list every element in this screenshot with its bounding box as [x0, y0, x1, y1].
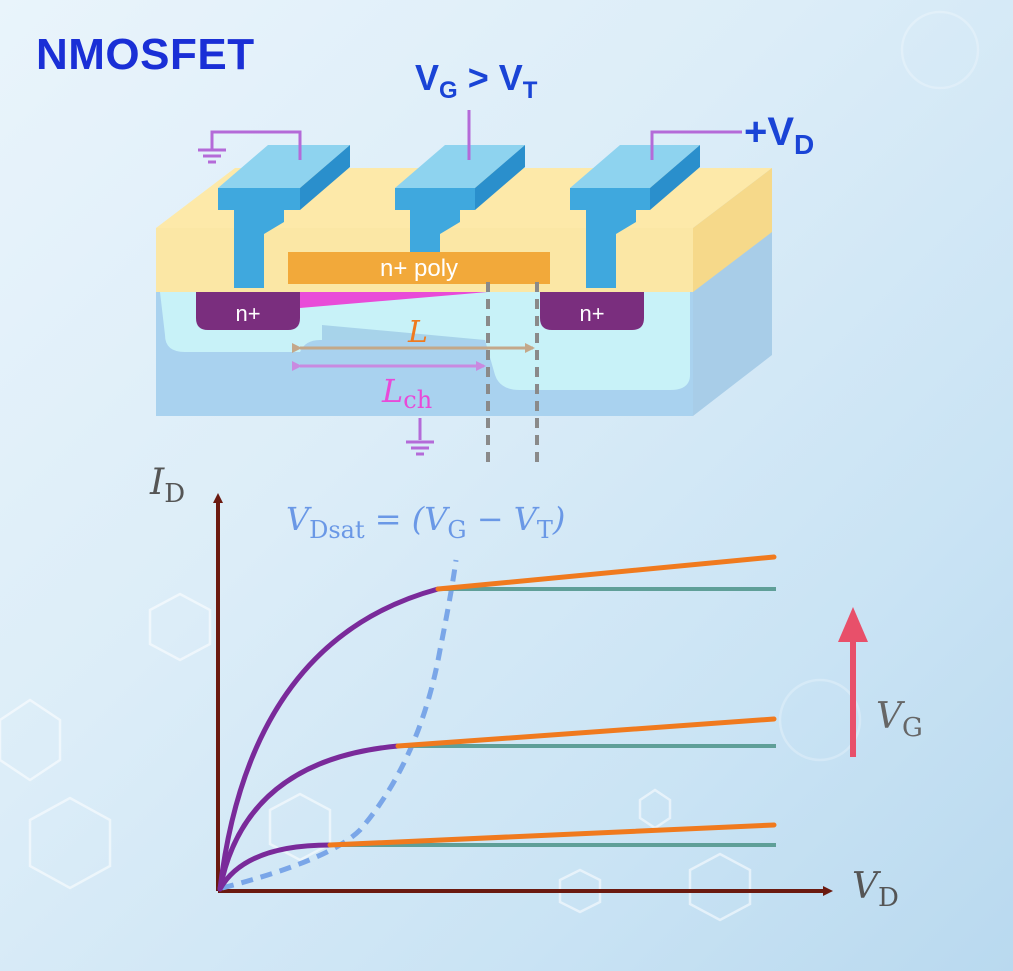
y-axis-label: ID — [149, 462, 185, 509]
vdsat-locus — [221, 559, 459, 891]
substrate-ground-icon — [406, 440, 434, 456]
poly-gate — [288, 252, 550, 284]
inversion-channel — [290, 292, 488, 308]
triode-curve-top — [217, 586, 441, 892]
source-ground-icon — [198, 148, 226, 164]
x-axis-label: VD — [852, 866, 899, 913]
vdsat-equation: VDsat = (VG − VT) — [286, 500, 565, 544]
triode-curve-mid — [217, 743, 401, 892]
saturation-line-top — [435, 554, 777, 592]
channel-length-label: Lch — [381, 372, 432, 414]
saturation-line-low — [327, 822, 777, 848]
poly-gate-label: n+ poly — [380, 255, 458, 282]
vg-label: VG — [876, 696, 923, 743]
device-cross-section: n+ poly n+ n+ L Lch — [156, 57, 814, 462]
triode-curve-low — [217, 842, 333, 892]
iv-graph: ID VD VDsat = (VG − VT) VG — [149, 462, 923, 913]
gate-voltage-label: VG > VT — [415, 57, 538, 104]
saturation-line-mid — [395, 716, 777, 749]
vg-increase-arrow — [838, 607, 868, 757]
drain-voltage-label: +VD — [744, 110, 814, 160]
source-region — [196, 292, 300, 330]
page-title: NMOSFET — [36, 30, 255, 79]
length-label: L — [407, 315, 428, 350]
drain-region-label: n+ — [579, 301, 604, 326]
source-label: n+ — [235, 301, 260, 326]
drain-region — [540, 292, 644, 330]
